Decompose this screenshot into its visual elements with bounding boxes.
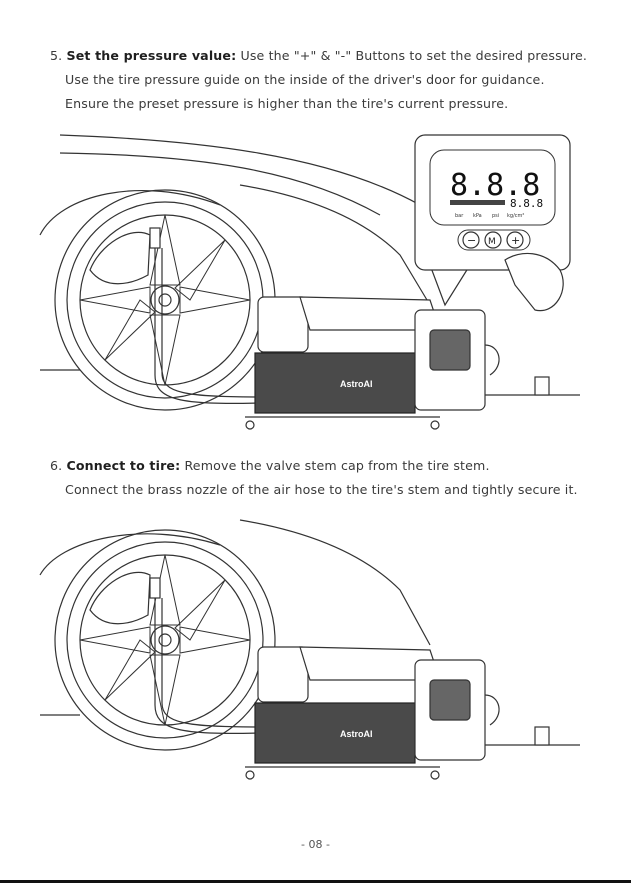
step-6-number: 6. <box>50 458 62 473</box>
step-5-line-1: Use the "+" & "-" Buttons to set the des… <box>240 48 587 63</box>
brand-logo: AstroAI <box>340 379 373 389</box>
step-5-line-2: Use the tire pressure guide on the insid… <box>50 68 587 92</box>
hand-icon <box>90 572 150 623</box>
svg-text:−: − <box>467 234 476 247</box>
illustration-connect-tire: AstroAI <box>0 515 631 830</box>
page-number: - 08 - <box>0 838 631 851</box>
unit-psi: psi <box>492 213 499 219</box>
display-small-digits: 8.8.8 <box>510 197 543 210</box>
step-6-line-2: Connect the brass nozzle of the air hose… <box>50 478 578 502</box>
unit-bar: bar <box>455 213 464 219</box>
step-5-number: 5. <box>50 48 62 63</box>
plus-button[interactable]: + <box>507 232 523 248</box>
step-5-text: 5. Set the pressure value: Use the "+" &… <box>50 44 587 116</box>
illustration-set-pressure: AstroAI 8.8.8 8.8.8 bar kPa psi kg/cm² −… <box>0 125 631 440</box>
compressor-illustration: AstroAI <box>245 647 580 779</box>
tire-outer <box>55 190 275 410</box>
unit-kgcm2: kg/cm² <box>507 213 524 219</box>
compressor-illustration: AstroAI <box>245 297 580 429</box>
step-6-line-1: Remove the valve stem cap from the tire … <box>184 458 489 473</box>
step-6-text: 6. Connect to tire: Remove the valve ste… <box>50 454 578 502</box>
step-6-heading: Connect to tire: <box>66 458 180 473</box>
svg-text:+: + <box>511 234 520 247</box>
svg-text:M: M <box>488 237 496 247</box>
hand-icon <box>90 232 150 283</box>
step-5-line-3: Ensure the preset pressure is higher tha… <box>50 92 587 116</box>
minus-button[interactable]: − <box>463 232 479 248</box>
mode-button[interactable]: M <box>485 232 501 248</box>
unit-kpa: kPa <box>473 213 482 219</box>
brand-logo: AstroAI <box>340 729 373 739</box>
step-5-heading: Set the pressure value: <box>66 48 236 63</box>
